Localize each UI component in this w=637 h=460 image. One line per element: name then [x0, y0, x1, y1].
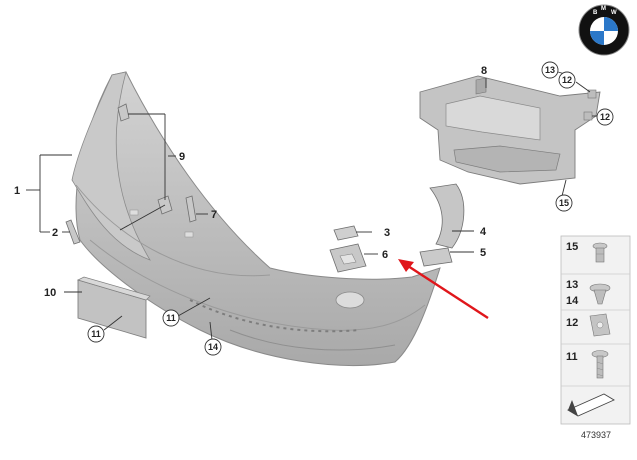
part-12-clip-side: [583, 111, 593, 121]
part-9-bracket-upper: [117, 103, 130, 122]
legend-label-15: 15: [566, 241, 578, 253]
leader-lines: [26, 71, 598, 341]
legend-label-14: 14: [566, 295, 579, 307]
callout-11a: 11: [91, 329, 101, 339]
screw-11-icon: [591, 350, 609, 379]
callout-11b-marker: 11: [162, 309, 180, 327]
orientation-arrow-icon: [567, 393, 615, 417]
legend-label-12: 12: [566, 317, 578, 329]
callout-8: 8: [481, 65, 487, 77]
part-3-cover: [333, 225, 359, 241]
callout-5: 5: [480, 247, 486, 259]
diagram-number: 473937: [581, 430, 611, 440]
callout-6: 6: [382, 249, 388, 261]
part-2-trim: [65, 219, 81, 245]
callout-14: 14: [208, 342, 218, 352]
callout-11b: 11: [166, 313, 176, 323]
part-4-guide: [429, 183, 465, 249]
callout-12a-marker: 12: [558, 71, 576, 89]
logo-letter-m: M: [601, 6, 606, 12]
callout-4: 4: [480, 226, 487, 238]
callout-12a: 12: [562, 75, 572, 85]
callout-9: 9: [179, 151, 185, 163]
callout-12b: 12: [600, 112, 610, 122]
nut-12-icon: [589, 313, 611, 337]
bmw-logo: B M W: [578, 4, 630, 56]
legend-label-13: 13: [566, 279, 578, 291]
fastener-legend: 15 13 14 12 11: [560, 235, 631, 425]
callout-10: 10: [44, 287, 56, 299]
bumper-cover: [71, 71, 441, 366]
callout-3: 3: [384, 227, 390, 239]
clip-13-14-icon: [589, 283, 611, 305]
part-12-clip-top: [587, 89, 597, 99]
part-7-bracket: [185, 195, 197, 223]
part-10-license-plate-base: [77, 276, 151, 339]
callout-11a-marker: 11: [87, 325, 105, 343]
legend-label-11: 11: [566, 351, 578, 363]
logo-letter-w: W: [611, 10, 617, 16]
highlight-arrow: [398, 259, 489, 320]
callout-15-marker: 15: [555, 194, 573, 212]
part-5-bracket: [419, 247, 453, 267]
callout-7: 7: [211, 209, 217, 221]
callout-15: 15: [559, 198, 569, 208]
callout-2: 2: [52, 227, 58, 239]
callout-14-marker: 14: [204, 338, 222, 356]
callout-12b-marker: 12: [596, 108, 614, 126]
clip-15-icon: [592, 242, 608, 263]
callout-13-marker: 13: [541, 61, 559, 79]
callout-1: 1: [14, 185, 20, 197]
callout-13: 13: [545, 65, 555, 75]
part-8-carrier: [419, 75, 601, 185]
logo-letter-b: B: [593, 10, 598, 16]
